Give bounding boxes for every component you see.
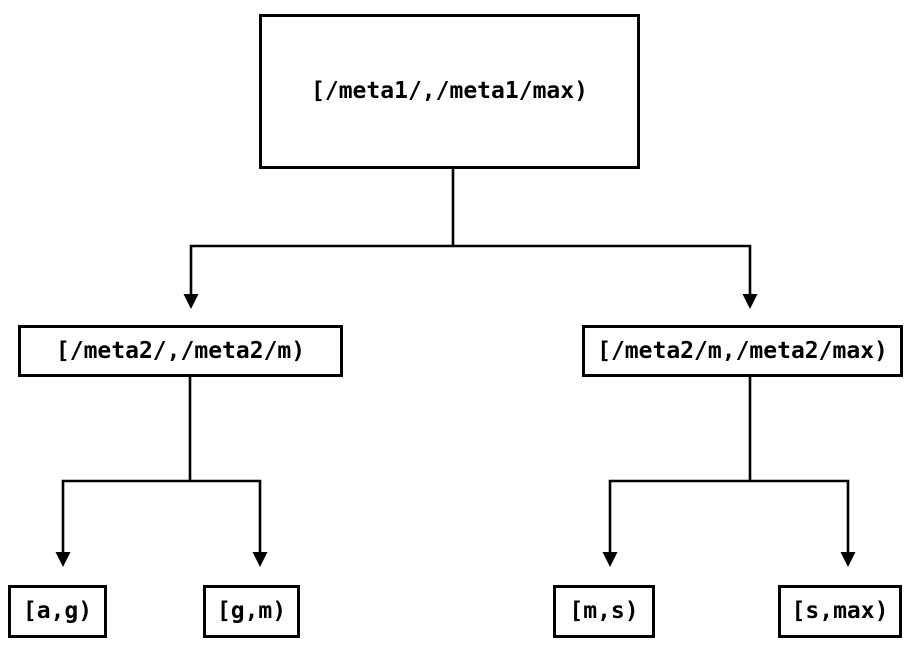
arrowhead-right-child xyxy=(742,294,758,309)
edge-root-to-children xyxy=(183,168,758,309)
arrowhead-leaf-smax xyxy=(840,552,856,567)
node-meta2-right: [/meta2/m,/meta2/max) xyxy=(582,325,903,377)
arrowhead-leaf-ag xyxy=(55,552,71,567)
arrowhead-leaf-ms xyxy=(602,552,618,567)
edge-left-to-leaves xyxy=(55,377,268,567)
node-leaf-ms: [m,s) xyxy=(553,585,655,638)
node-leaf-smax: [s,max) xyxy=(778,585,902,638)
arrowhead-left-child xyxy=(183,294,199,309)
node-leaf-gm: [g,m) xyxy=(203,585,300,638)
node-meta2-left: [/meta2/,/meta2/m) xyxy=(18,325,343,377)
arrowhead-leaf-gm xyxy=(252,552,268,567)
node-leaf-ag: [a,g) xyxy=(8,585,107,638)
node-root: [/meta1/,/meta1/max) xyxy=(259,14,640,169)
edge-right-to-leaves xyxy=(602,377,856,567)
